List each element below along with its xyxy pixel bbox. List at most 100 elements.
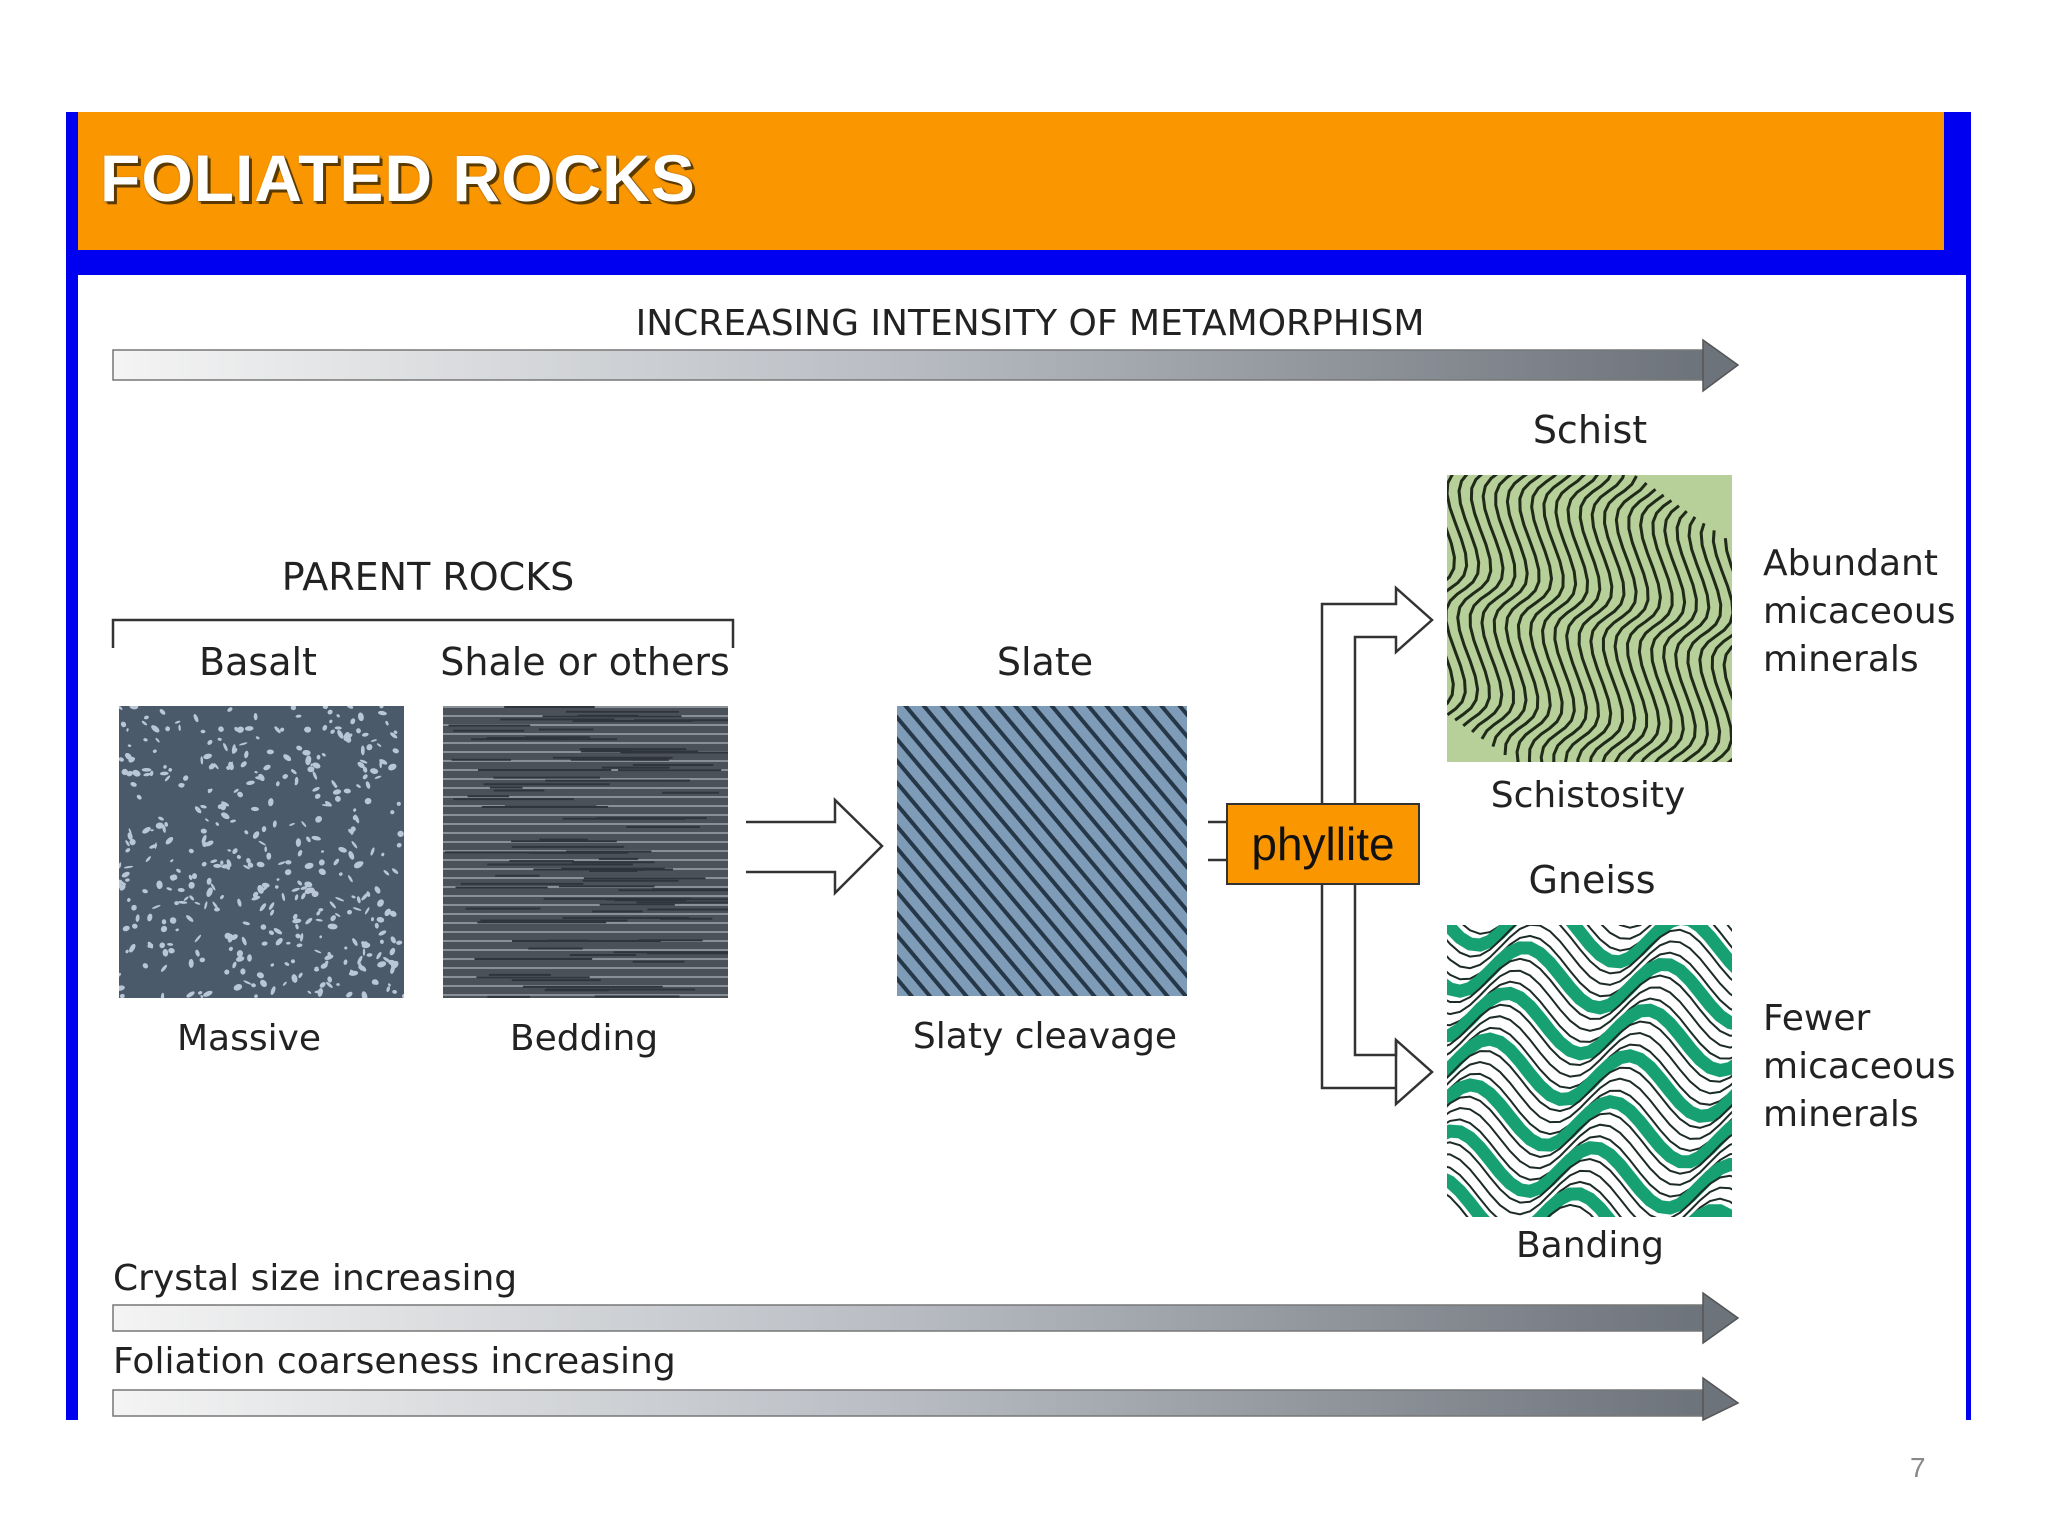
basalt-crystal	[159, 942, 166, 949]
basalt-crystal	[285, 860, 292, 865]
basalt-crystal	[286, 941, 291, 945]
schist-foliation-line	[1697, 641, 2008, 986]
basalt-crystal	[356, 896, 361, 904]
basalt-crystal	[390, 936, 397, 944]
basalt-crystal	[347, 909, 352, 915]
basalt-crystal	[301, 821, 307, 828]
schist-foliation-line	[1715, 653, 2036, 1005]
basalt-crystal	[174, 901, 179, 906]
gneiss-green-band	[1447, 925, 1732, 974]
basalt-crystal	[257, 885, 264, 894]
basalt-crystal	[304, 881, 313, 888]
basalt-crystal	[236, 726, 244, 733]
basalt-crystal	[186, 991, 195, 998]
basalt-crystal	[197, 991, 203, 995]
basalt-crystal	[321, 804, 331, 807]
basalt-crystal	[391, 868, 399, 874]
basalt-crystal	[374, 775, 382, 779]
basalt-crystal	[121, 768, 128, 776]
basalt-crystal	[152, 749, 157, 753]
basalt-crystal	[260, 979, 267, 988]
basalt-crystal	[164, 821, 169, 827]
basalt-crystal	[199, 957, 206, 963]
basalt-crystal	[129, 943, 136, 953]
bedding-label: Bedding	[510, 1018, 658, 1059]
basalt-crystal	[370, 917, 375, 922]
basalt-crystal	[279, 727, 285, 732]
basalt-crystal	[343, 959, 348, 965]
schist-texture	[1447, 475, 2036, 1005]
basalt-crystal	[352, 938, 358, 946]
basalt-crystal	[338, 846, 347, 853]
schist-foliation-line	[1694, 538, 1732, 762]
basalt-crystal	[135, 914, 140, 922]
basalt-crystal	[178, 782, 184, 788]
basalt-crystal	[246, 857, 251, 864]
basalt-crystal	[296, 943, 303, 948]
basalt-crystal	[363, 941, 368, 946]
basalt-crystal	[396, 842, 402, 848]
parent-rocks-label: PARENT ROCKS	[282, 555, 575, 599]
basalt-crystal	[227, 849, 232, 852]
basalt-crystal	[175, 928, 179, 932]
basalt-crystal	[243, 980, 252, 985]
basalt-crystal	[254, 994, 258, 998]
slaty-cleavage-label: Slaty cleavage	[913, 1016, 1177, 1057]
basalt-crystal	[119, 862, 122, 869]
basalt-crystal	[362, 766, 368, 773]
basalt-crystal	[344, 735, 352, 743]
basalt-crystal	[266, 749, 274, 755]
basalt-crystal	[379, 939, 384, 944]
basalt-crystal	[353, 808, 357, 812]
basalt-crystal	[125, 949, 129, 954]
basalt-crystal	[305, 917, 313, 925]
schist-foliation-line	[1470, 475, 1530, 734]
basalt-crystal	[243, 864, 250, 870]
basalt-crystal	[376, 916, 385, 923]
crystal-size-label: Crystal size increasing	[113, 1258, 517, 1299]
basalt-crystal	[294, 780, 299, 786]
basalt-crystal	[119, 884, 126, 891]
basalt-crystal	[168, 947, 175, 954]
basalt-crystal	[206, 887, 213, 897]
basalt-crystal	[200, 804, 207, 809]
phyllite-box: phyllite	[1226, 803, 1420, 885]
basalt-crystal	[122, 925, 130, 932]
basalt-crystal	[201, 834, 207, 844]
basalt-crystal	[335, 912, 341, 918]
basalt-crystal	[160, 992, 165, 998]
basalt-crystal	[259, 903, 267, 912]
basalt-crystal	[378, 930, 387, 936]
shale-texture	[443, 706, 728, 998]
basalt-crystal	[214, 907, 220, 912]
basalt-crystal	[337, 729, 344, 739]
basalt-crystal	[348, 828, 353, 834]
basalt-crystal	[167, 942, 174, 946]
gneiss-dark-band	[1447, 1106, 1732, 1186]
basalt-crystal	[142, 889, 148, 894]
basalt-crystal	[238, 742, 248, 746]
basalt-crystal	[232, 961, 237, 969]
schist-foliation-line	[1685, 530, 1732, 762]
basalt-crystal	[357, 955, 363, 965]
schist-foliation-line	[1527, 475, 1591, 762]
basalt-crystal	[386, 986, 390, 993]
basalt-crystal	[149, 770, 154, 777]
gneiss-dark-band	[1447, 925, 1732, 982]
basalt-crystal	[384, 908, 392, 917]
basalt-crystal	[230, 819, 236, 823]
basalt-crystal	[322, 706, 329, 710]
basalt-crystal	[129, 706, 139, 710]
schist-foliation-line	[1600, 488, 1657, 762]
basalt-crystal	[315, 918, 323, 922]
parent-rocks-bracket	[111, 618, 735, 648]
basalt-crystal	[291, 887, 300, 892]
basalt-crystal	[321, 753, 326, 757]
basalt-crystal	[361, 732, 369, 737]
basalt-crystal	[119, 972, 121, 978]
basalt-crystal	[365, 781, 371, 789]
schist-foliation-line	[1707, 647, 2023, 995]
basalt-crystal	[312, 787, 320, 792]
basalt-crystal	[305, 755, 312, 766]
basalt-crystal	[377, 710, 387, 716]
